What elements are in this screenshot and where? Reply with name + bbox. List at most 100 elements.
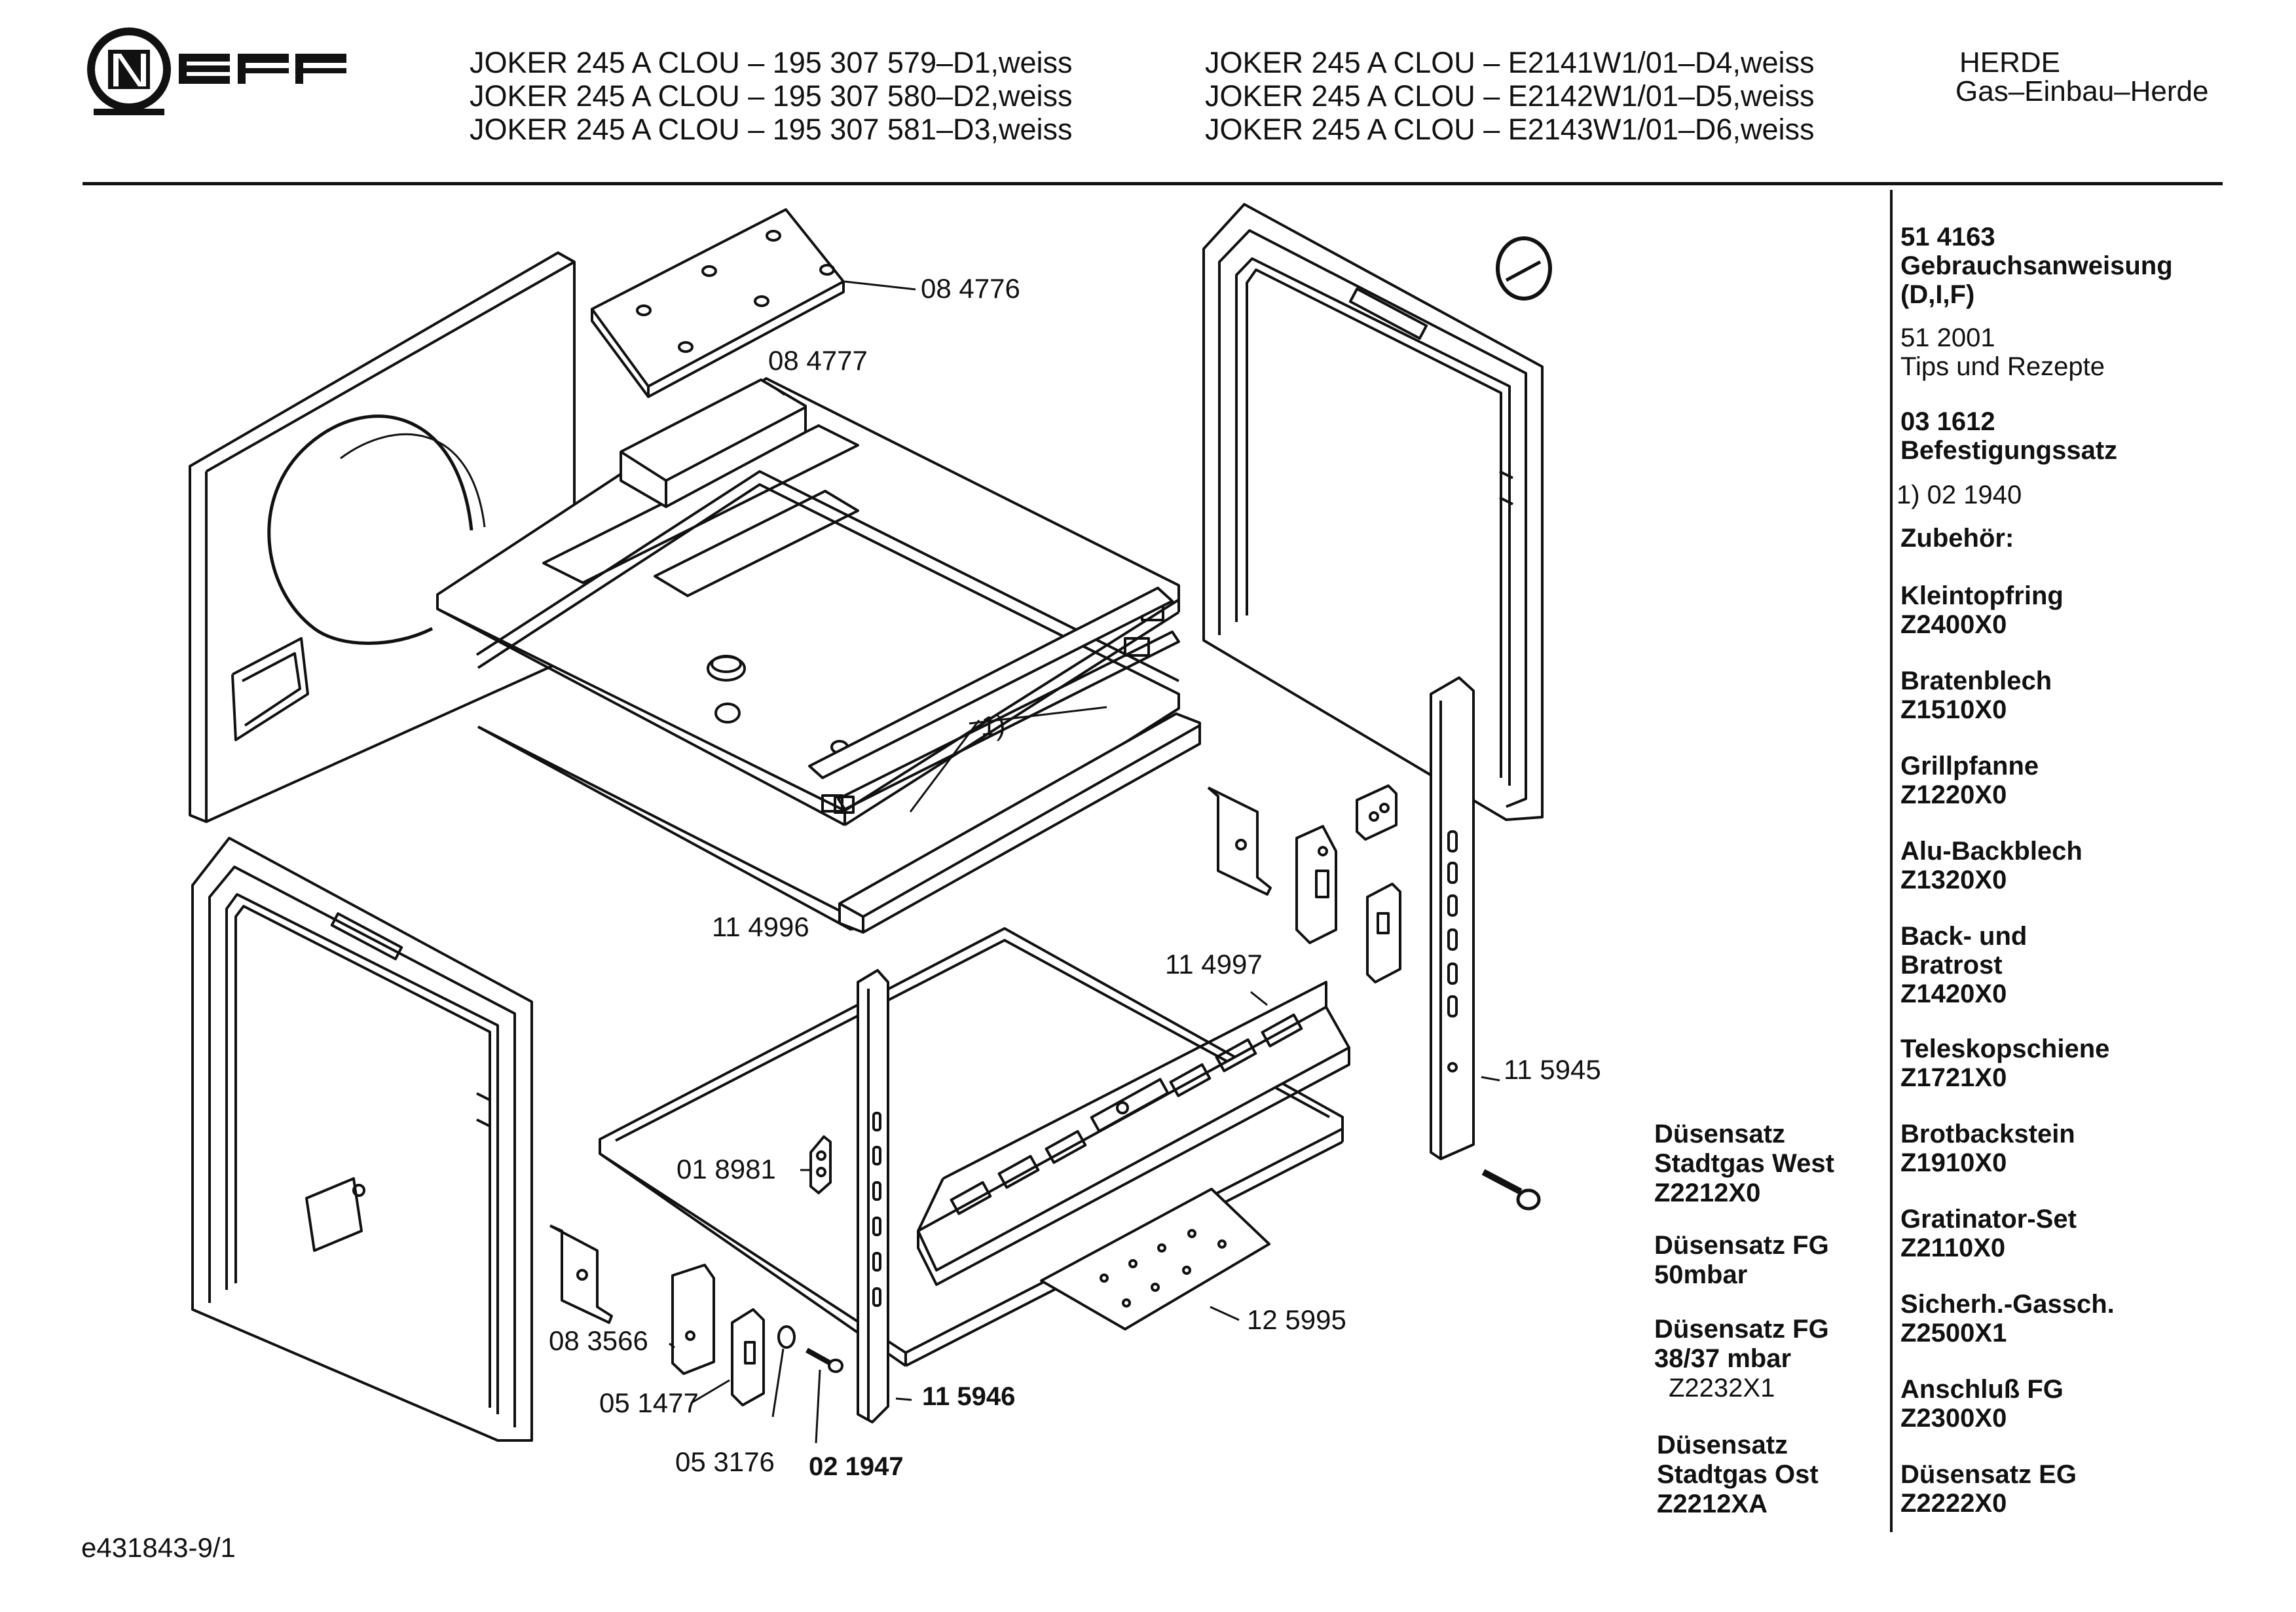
accessory-name: Anschluß FG <box>1900 1375 2064 1404</box>
accessory-code: Z1910X0 <box>1900 1148 2007 1177</box>
nozzle-code: Z2232X1 <box>1669 1374 1775 1402</box>
model-list-right: JOKER 245 A CLOU – E2141W1/01–D4,weiss J… <box>1205 46 1814 146</box>
accessory-name: Sicherh.-Gassch. <box>1900 1290 2115 1319</box>
accessory-code: Z2300X0 <box>1900 1404 2007 1433</box>
part-label: 08 4776 <box>921 273 1020 304</box>
back-panel <box>189 251 576 823</box>
manual-name: Gebrauchsanweisung <box>1900 251 2173 280</box>
accessories-title: Zubehör: <box>1900 524 2014 553</box>
part-label: 05 3176 <box>675 1446 775 1477</box>
perforated-plate <box>1040 1188 1270 1330</box>
part-label: 08 4777 <box>768 345 868 376</box>
accessory-item: Back- und Bratrost Z1420X0 <box>1900 922 2027 1008</box>
accessory-item: Alu-Backblech Z1320X0 <box>1900 837 2083 894</box>
model-line: JOKER 245 A CLOU – 195 307 579–D1,weiss <box>470 46 1073 79</box>
model-line: JOKER 245 A CLOU – 195 307 580–D2,weiss <box>470 79 1073 113</box>
accessory-code: Z2400X0 <box>1900 610 2007 639</box>
tips-entry: 51 2001 Tips und Rezepte <box>1900 323 2105 381</box>
manual-code: 51 4163 <box>1900 223 1995 251</box>
accessory-code: Z1510X0 <box>1900 695 2007 724</box>
tips-code: 51 2001 <box>1900 323 1995 352</box>
oven-door-left <box>191 837 533 1442</box>
nozzle-kit: Düsensatz Stadtgas Ost Z2212XA <box>1657 1431 1819 1519</box>
neff-logo <box>82 25 350 123</box>
bracket-left-3 <box>731 1308 765 1406</box>
accessory-name-2: Bratrost <box>1900 951 2003 980</box>
accessory-code: Z1320X0 <box>1900 866 2007 894</box>
model-line: JOKER 245 A CLOU – 195 307 581–D3,weiss <box>470 113 1073 146</box>
accessory-name: Brotbackstein <box>1900 1120 2075 1148</box>
nozzle-title: Düsensatz <box>1657 1431 1788 1459</box>
nozzle-kit: Düsensatz FG 38/37 mbar Z2232X1 <box>1654 1315 1829 1403</box>
nozzle-title: Düsensatz <box>1654 1120 1786 1148</box>
accessory-name: Gratinator-Set <box>1900 1205 2077 1234</box>
accessory-name: Kleintopfring <box>1900 581 2064 610</box>
model-line: JOKER 245 A CLOU – E2141W1/01–D4,weiss <box>1205 46 1815 79</box>
part-label: 01 8981 <box>676 1154 776 1184</box>
accessory-name: Grillpfanne <box>1900 752 2039 780</box>
bracket-right-3 <box>1356 784 1398 841</box>
bottom-tray <box>599 927 1344 1367</box>
nozzle-subtitle: Stadtgas Ost <box>1657 1460 1819 1489</box>
category-subtitle: Gas–Einbau–Herde <box>1955 75 2209 107</box>
burner-box <box>620 378 807 508</box>
accessory-code: Z2222X0 <box>1900 1489 2007 1518</box>
lower-rail <box>838 712 1201 934</box>
accessory-name: Alu-Backblech <box>1900 837 2083 866</box>
accessory-name: Düsensatz EG <box>1900 1460 2077 1489</box>
accessory-item: Grillpfanne Z1220X0 <box>1900 752 2039 809</box>
manual-entry: 51 4163 Gebrauchsanweisung (D,I,F) <box>1900 223 2173 309</box>
right-rail <box>1430 676 1475 1160</box>
accessory-code: Z2110X0 <box>1900 1234 2006 1262</box>
accessory-item: Brotbackstein Z1910X0 <box>1900 1120 2075 1177</box>
footnote-entry: 1) 02 1940 <box>1897 481 2022 509</box>
nozzle-title: Düsensatz FG <box>1654 1315 1829 1344</box>
accessory-item: Anschluß FG Z2300X0 <box>1900 1375 2064 1433</box>
nozzle-code: Z2212XA <box>1657 1490 1768 1518</box>
bracket-left-2 <box>671 1264 715 1375</box>
category-title: HERDE <box>1959 46 2061 79</box>
oven-door-right <box>1202 203 1544 821</box>
part-label: 11 5946 <box>922 1382 1015 1411</box>
fixing-name: Befestigungssatz <box>1900 436 2118 465</box>
accessory-item: Bratenblech Z1510X0 <box>1900 667 2052 724</box>
front-rail <box>917 981 1350 1286</box>
nozzle-subtitle: 38/37 mbar <box>1654 1344 1792 1373</box>
neff-logo-icon <box>87 27 346 115</box>
bracket-right-4 <box>1366 883 1401 983</box>
part-label: 05 1477 <box>599 1387 699 1418</box>
part-label: 08 3566 <box>549 1325 648 1356</box>
document-id: e431843-9/1 <box>81 1532 236 1563</box>
model-line: JOKER 245 A CLOU – E2143W1/01–D6,weiss <box>1205 113 1815 146</box>
header-rule <box>83 182 2223 185</box>
accessory-name: Teleskopschiene <box>1900 1035 2110 1063</box>
washer <box>777 1325 796 1349</box>
part-label: 11 4997 <box>1165 949 1263 980</box>
part-label: 02 1947 <box>809 1452 904 1481</box>
model-list-left: JOKER 245 A CLOU – 195 307 579–D1,weiss … <box>470 46 1073 146</box>
screw <box>1481 1169 1541 1211</box>
nozzle-kit: Düsensatz Stadtgas West Z2212X0 <box>1654 1120 1834 1208</box>
bracket-left-1 <box>549 1224 613 1324</box>
accessory-item: Kleintopfring Z2400X0 <box>1900 581 2064 639</box>
accessory-name: Back- und <box>1900 922 2028 951</box>
part-label: 11 5945 <box>1504 1054 1601 1085</box>
nozzle-kit: Düsensatz FG 50mbar <box>1654 1231 1829 1290</box>
small-clip <box>809 1135 832 1194</box>
accessory-code: Z1721X0 <box>1900 1063 2007 1092</box>
model-line: JOKER 245 A CLOU – E2142W1/01–D5,weiss <box>1205 79 1815 113</box>
part-label: 12 5995 <box>1247 1304 1346 1335</box>
accessory-name: Bratenblech <box>1900 667 2052 695</box>
accessory-item: Gratinator-Set Z2110X0 <box>1900 1205 2077 1262</box>
left-rail <box>857 969 889 1423</box>
accessory-item: Sicherh.-Gassch. Z2500X1 <box>1900 1290 2115 1347</box>
bracket-right-1 <box>1207 786 1272 896</box>
top-plate <box>591 208 845 398</box>
accessory-code: Z2500X1 <box>1900 1319 2007 1347</box>
nozzle-subtitle: Stadtgas West <box>1654 1149 1834 1178</box>
accessory-code: Z1220X0 <box>1900 780 2007 809</box>
category-label: HERDE Gas–Einbau–Herde <box>1955 46 2208 109</box>
part-label: 11 4996 <box>712 911 809 942</box>
manual-lang: (D,I,F) <box>1900 280 1975 309</box>
